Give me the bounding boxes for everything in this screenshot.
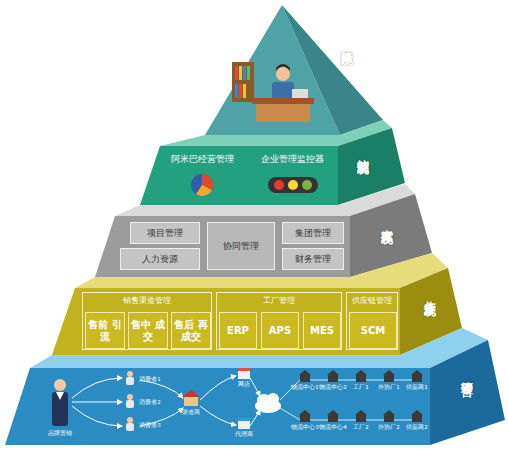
module-box: SCM — [349, 312, 397, 349]
module-label: 售中 成交 — [129, 319, 167, 343]
module-box: 财务管理 — [282, 248, 344, 270]
group-box: 工厂管理 ERP APS MES — [216, 292, 342, 350]
tier-label: 控制系统 — [354, 149, 371, 153]
module-label: 协同管理 — [223, 240, 259, 253]
icon-caption: 消费者3 — [130, 422, 170, 429]
module-box: 售后 再成交 — [171, 312, 211, 349]
icon-caption: 供应商2 — [397, 424, 437, 431]
bookshelf — [232, 62, 254, 102]
module-label: 企业管理监控器 — [250, 153, 335, 166]
module-box: 项目管理 — [130, 222, 200, 244]
icon-caption: 外协厂1 — [369, 384, 409, 391]
icon-caption: 网店 — [224, 381, 264, 388]
icon-caption: 品牌营销 — [40, 430, 80, 437]
module-label: SCM — [361, 325, 386, 337]
module-box: 企业管理监控器 — [250, 150, 335, 202]
channel-icons — [182, 368, 250, 429]
group-box: 销售渠道管理售前 引流售中 成交售后 再成交 — [82, 292, 212, 350]
icon-caption: 渠道商 — [171, 409, 211, 416]
module-box: 售前 引流 — [85, 312, 125, 349]
module-box: MES — [303, 312, 341, 349]
module-label: 财务管理 — [295, 253, 331, 266]
icon-caption: 消费者2 — [130, 399, 170, 406]
icon-caption: 物流中心3 — [285, 424, 325, 431]
tier-label: 决策系统 — [338, 40, 355, 44]
group-heading: 销售渠道管理 — [83, 295, 211, 306]
module-box: ERP — [219, 312, 257, 349]
icon-caption: 工厂2 — [341, 424, 381, 431]
module-box: 人力资源 — [120, 248, 200, 270]
tier-face — [95, 216, 350, 277]
site-icons — [299, 370, 423, 422]
tier-label: 管理平台 — [458, 372, 475, 376]
icon-caption: 物流中心1 — [285, 384, 325, 391]
tier-label: 支撑系统 — [378, 219, 395, 223]
icon-caption: 工厂1 — [341, 384, 381, 391]
manager-icon — [54, 379, 66, 391]
tier-side — [430, 340, 505, 445]
pie-chart — [191, 174, 213, 196]
group-heading: 供应链管理 — [347, 295, 397, 306]
module-label: MES — [310, 325, 334, 337]
tier-label: 作业系统 — [421, 291, 438, 295]
tier-face — [52, 288, 400, 355]
module-box: 协同管理 — [207, 222, 275, 270]
module-label: 售前 引流 — [86, 319, 124, 343]
module-label: ERP — [227, 325, 249, 337]
icon-caption: 外协厂2 — [369, 424, 409, 431]
consumer-icons — [126, 371, 134, 431]
pyramid-tier: 作业系统销售渠道管理售前 引流售中 成交售后 再成交工厂管理ERPAPSMES供… — [52, 288, 400, 355]
person-head — [276, 67, 290, 81]
traffic-light — [268, 177, 318, 193]
module-label: APS — [269, 325, 291, 337]
group-heading: 工厂管理 — [217, 295, 341, 306]
desk — [252, 98, 314, 104]
module-box: APS — [261, 312, 299, 349]
module-label: 集团管理 — [295, 227, 331, 240]
pyramid-tier: 支撑系统项目管理协同管理集团管理人力资源财务管理 — [95, 216, 350, 277]
flow-arrows — [72, 376, 260, 426]
module-label: 人力资源 — [142, 253, 178, 266]
icon-caption: 代理商 — [224, 431, 264, 438]
module-box: 售中 成交 — [128, 312, 168, 349]
module-box: 阿米巴经营管理 — [160, 150, 245, 202]
icon-caption: 消费者1 — [130, 376, 170, 383]
tier-face — [140, 146, 338, 205]
module-box: 集团管理 — [282, 222, 344, 244]
person-body — [272, 82, 294, 100]
tier-face — [5, 368, 430, 445]
icon-caption: 供应商1 — [397, 384, 437, 391]
icon-caption: 物流中心2 — [313, 384, 353, 391]
pyramid-tier: 控制系统阿米巴经营管理企业管理监控器 — [138, 145, 338, 205]
icon-caption: 物流中心4 — [313, 424, 353, 431]
group-box: 供应链管理 SCM — [346, 292, 398, 350]
cloud-icon — [255, 393, 281, 413]
module-label: 售后 再成交 — [172, 319, 210, 343]
module-label: 阿米巴经营管理 — [160, 153, 245, 166]
module-label: 项目管理 — [147, 227, 183, 240]
pyramid-tier: 决策系统 — [200, 5, 390, 137]
